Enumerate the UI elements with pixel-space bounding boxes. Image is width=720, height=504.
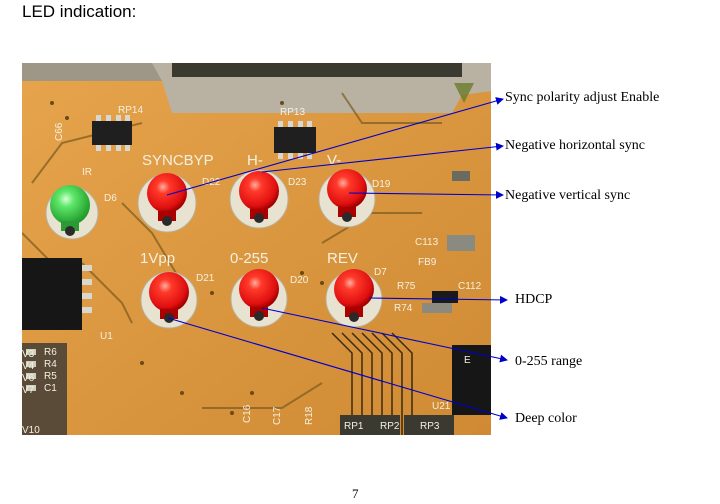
label-u1: U1 [100,331,113,342]
label-rp13: RP13 [280,107,305,118]
label-rev: REV [327,250,358,267]
label-u21: U21 [432,401,451,412]
callout-negative-horizontal-sync: Negative horizontal sync [505,138,645,153]
label-c16: C16 [242,404,253,423]
label-d23: D23 [288,177,307,188]
callout-hdcp: HDCP [515,292,553,307]
chip-u1 [22,258,82,330]
label-v10: V10 [22,425,40,435]
page-number: 7 [352,486,359,501]
label-v: V- [327,152,341,169]
board-photo: SYNCBYP H- V- 1Vpp 0-255 REV IR D6 D22 D… [22,63,491,435]
label-rp1: RP1 [344,421,364,432]
label-h: H- [247,152,263,169]
callout-negative-vertical-sync: Negative vertical sync [505,188,631,203]
label-r74: R74 [394,303,413,314]
led-ir-green [50,185,90,236]
label-ir: IR [82,167,92,178]
label-r18: R18 [304,406,315,425]
label-fb9: FB9 [418,257,437,268]
pcb-board [22,63,491,435]
label-r75: R75 [397,281,416,292]
label-c113: C113 [415,237,439,248]
label-0-255: 0-255 [230,250,268,267]
label-d21: D21 [196,273,215,284]
label-syncbyp: SYNCBYP [142,152,214,169]
label-r6: R6 [44,347,57,358]
label-d19: D19 [372,179,391,190]
label-1vpp: 1Vpp [140,250,175,267]
label-d22: D22 [202,177,221,188]
label-v4: V4 [22,361,35,372]
callout-sync-polarity: Sync polarity adjust Enable [505,90,660,105]
led-d21 [149,272,189,323]
label-v6: V6 [22,373,35,384]
label-c17: C17 [272,406,283,425]
label-e: E [464,355,471,366]
label-c66: C66 [54,122,65,141]
chip-u21 [452,345,491,415]
section-heading: LED indication: [22,2,137,21]
label-rp2: RP2 [380,421,400,432]
label-r5: R5 [44,371,57,382]
callout-0-255-range: 0-255 range [515,354,583,369]
label-c1: C1 [44,383,57,394]
label-v7: V7 [22,385,35,396]
callout-deep-color: Deep color [515,411,577,426]
label-rp14: RP14 [118,105,143,116]
label-rp3: RP3 [420,421,440,432]
label-d20: D20 [290,275,309,286]
label-c112: C112 [458,281,482,292]
label-r4: R4 [44,359,57,370]
label-d7: D7 [374,267,387,278]
label-v3: V3 [22,349,35,360]
label-d6: D6 [104,193,117,204]
